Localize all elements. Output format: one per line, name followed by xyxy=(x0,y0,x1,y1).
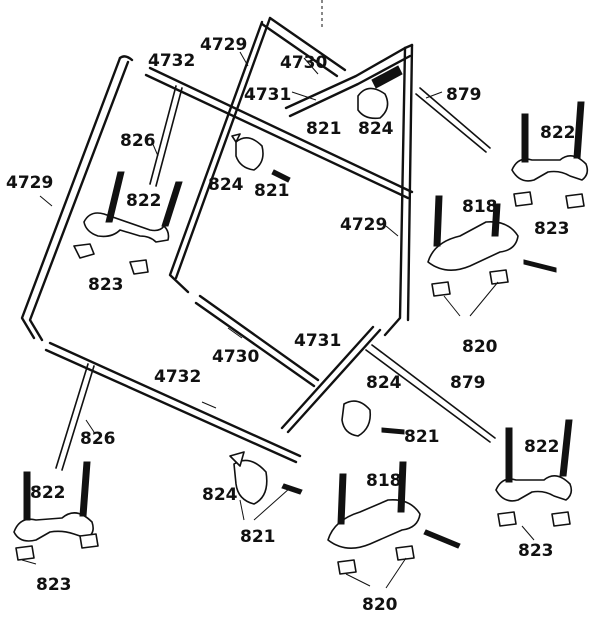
label-824-center: 824 xyxy=(366,373,402,393)
clamp-824-center xyxy=(341,400,372,437)
rod-4732-top xyxy=(148,66,414,194)
clamp-824-bottom xyxy=(233,459,268,505)
nut-823-bl-a xyxy=(15,545,35,561)
rod-4730-top xyxy=(268,16,347,72)
nut-823-left-a xyxy=(73,243,95,259)
label-4731-top: 4731 xyxy=(244,85,291,105)
label-823-left: 823 xyxy=(88,275,124,295)
label-826-left: 826 xyxy=(120,131,156,151)
label-822-top-right: 822 xyxy=(540,123,576,143)
clamp-824-mid xyxy=(235,137,264,171)
rod-4732-bottom xyxy=(48,341,302,458)
plate-818-right xyxy=(427,220,519,271)
frame-rods xyxy=(20,0,496,471)
rod-879-top xyxy=(419,87,491,149)
bracket-822-left xyxy=(83,212,170,243)
label-823-bottom-right: 823 xyxy=(518,541,554,561)
nut-823-tr-a xyxy=(513,191,533,207)
label-821-center: 821 xyxy=(404,427,440,447)
rod-4730-mid xyxy=(198,294,320,382)
label-822-bottom-right: 822 xyxy=(524,437,560,457)
label-821-mid: 821 xyxy=(254,181,290,201)
nut-820-right-a xyxy=(431,281,451,297)
rod-879-bottom xyxy=(371,344,496,439)
hardware-parts xyxy=(13,65,589,575)
label-821-bottom-center: 821 xyxy=(240,527,276,547)
label-4732-top: 4732 xyxy=(148,51,195,71)
label-4732-bottom: 4732 xyxy=(154,367,201,387)
label-824-top: 824 xyxy=(358,119,394,139)
label-820-right: 820 xyxy=(462,337,498,357)
rod-826-left xyxy=(155,87,183,187)
label-826-bottom: 826 xyxy=(80,429,116,449)
rod-4729-mid xyxy=(383,46,407,337)
rod-4729-top xyxy=(168,20,264,294)
rod-4729-left xyxy=(28,60,130,342)
nut-823-tr-b xyxy=(565,193,585,209)
nut-823-left-b xyxy=(129,259,149,275)
label-821-top: 821 xyxy=(306,119,342,139)
label-4730-mid: 4730 xyxy=(212,347,259,367)
label-4730-top: 4730 xyxy=(280,53,327,73)
rod-4731-mid xyxy=(286,328,382,434)
label-4731-mid: 4731 xyxy=(294,331,341,351)
nut-820-bottom-b xyxy=(395,545,415,561)
nut-823-bl-b xyxy=(79,533,99,549)
label-820-bottom: 820 xyxy=(362,595,398,615)
label-879-top: 879 xyxy=(446,85,482,105)
label-822-left: 822 xyxy=(126,191,162,211)
label-823-top-right: 823 xyxy=(534,219,570,239)
clamp-824-top xyxy=(357,87,389,120)
label-4729-left: 4729 xyxy=(6,173,53,193)
nut-823-br-a xyxy=(497,511,517,527)
label-818-top-right: 818 xyxy=(462,197,498,217)
rod-826-bottom xyxy=(61,365,95,471)
label-824-mid: 824 xyxy=(208,175,244,195)
label-4729-mid: 4729 xyxy=(340,215,387,235)
bracket-822-top-right xyxy=(511,155,589,182)
plate-818-bottom xyxy=(327,498,421,549)
label-879-bottom-right: 879 xyxy=(450,373,486,393)
bracket-822-bottom-left xyxy=(13,512,94,542)
label-818-bottom-center: 818 xyxy=(366,471,402,491)
leader-lines xyxy=(21,51,535,589)
label-822-bottom-left: 822 xyxy=(30,483,66,503)
nut-820-right-b xyxy=(489,269,509,285)
bracket-822-bottom-right xyxy=(495,475,573,502)
label-824-bottom-center: 824 xyxy=(202,485,238,505)
nut-823-br-b xyxy=(551,511,571,527)
label-4729-top: 4729 xyxy=(200,35,247,55)
part-labels: 4729 4730 4732 4731 879 821 824 826 822 … xyxy=(6,35,576,615)
nut-820-bottom-a xyxy=(337,559,357,575)
label-823-bottom-left: 823 xyxy=(36,575,72,595)
